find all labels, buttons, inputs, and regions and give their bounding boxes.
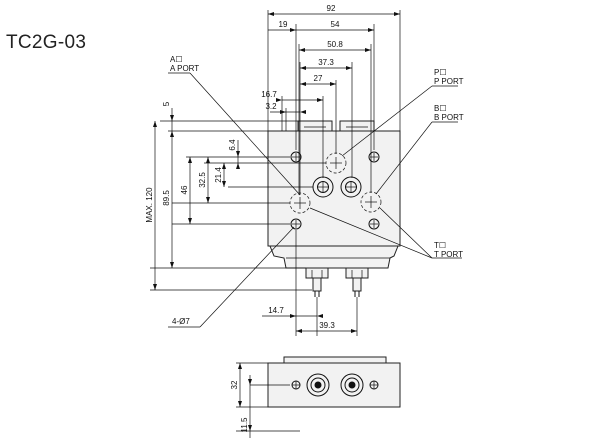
dim-50-8: 50.8 (327, 40, 343, 49)
dim-3-2: 3.2 (265, 102, 277, 111)
model-title: TC2G-03 (6, 32, 87, 53)
dim-89-5: 89.5 (162, 190, 171, 206)
dim-11-5: 11.5 (240, 417, 249, 433)
dim-14-7: 14.7 (268, 306, 284, 315)
a-port-label: A PORT (170, 64, 199, 73)
left-dimensions (150, 108, 326, 291)
b-port-label: B PORT (434, 113, 464, 122)
valve-body-bottom (267, 356, 401, 408)
dim-21-4: 21.4 (214, 167, 223, 183)
bottom-dimensions (262, 230, 358, 336)
holes-callout: 4-Ø7 (172, 317, 190, 326)
dim-46: 46 (180, 185, 189, 194)
p-port-symbol: P☐ (434, 68, 447, 77)
a-port-symbol: A☐ (170, 55, 183, 64)
adjusting-screws (305, 267, 369, 297)
dim-max-120: MAX. 120 (145, 187, 154, 223)
dim-16-7: 16.7 (261, 90, 277, 99)
dim-6-4: 6.4 (228, 139, 237, 151)
t-port-symbol: T☐ (434, 241, 446, 250)
dim-39-3: 39.3 (319, 321, 335, 330)
dim-19: 19 (279, 20, 288, 29)
valve-body-front (267, 120, 401, 269)
port-leaders (168, 72, 462, 328)
dim-92: 92 (327, 4, 336, 13)
t-port-label: T PORT (434, 250, 463, 259)
p-port-label: P PORT (434, 77, 464, 86)
dim-5: 5 (162, 101, 171, 106)
b-port-symbol: B☐ (434, 104, 447, 113)
dim-27: 27 (314, 74, 323, 83)
dim-37-3: 37.3 (318, 58, 334, 67)
dim-32-5: 32.5 (198, 172, 207, 188)
bottom-view-dimensions (236, 362, 300, 438)
top-dimensions (267, 10, 401, 195)
mounting-holes (290, 151, 380, 230)
dim-54: 54 (331, 20, 340, 29)
dim-32: 32 (230, 380, 239, 389)
